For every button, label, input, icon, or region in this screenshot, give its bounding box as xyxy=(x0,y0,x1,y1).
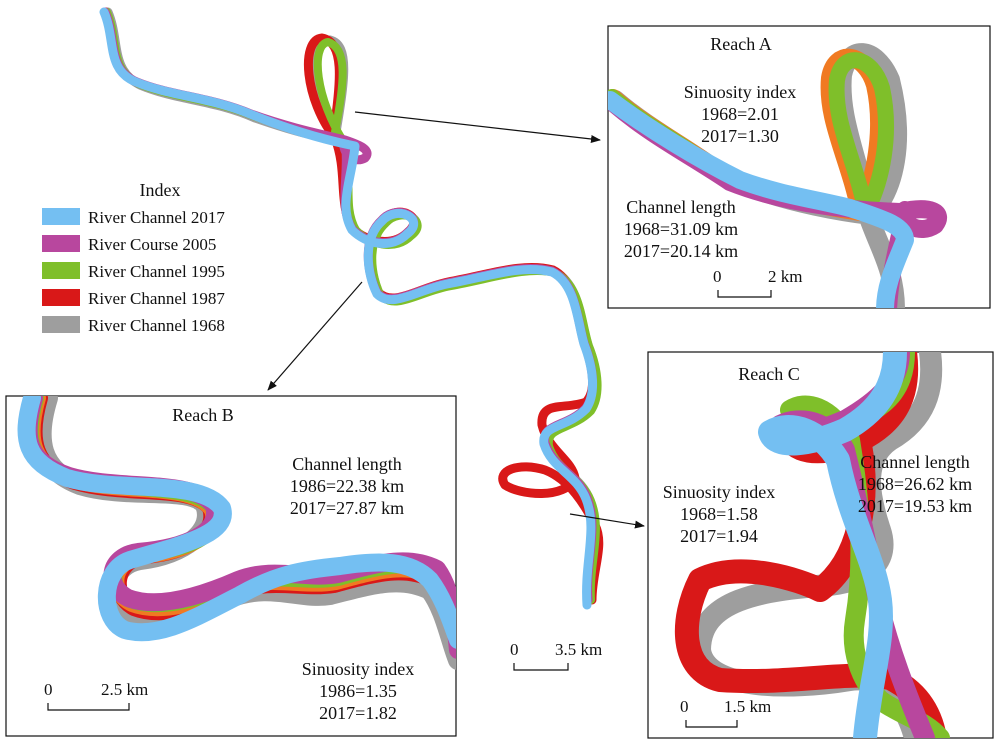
reach-c-scale-bar xyxy=(685,720,738,728)
legend-swatch-2017 xyxy=(42,208,80,225)
reach-b-scale-value: 2.5 km xyxy=(101,680,148,699)
main-scale-bar: 0 3.5 km xyxy=(510,640,602,671)
reach-c-sinuosity-1968: 1968=1.58 xyxy=(680,504,758,524)
reach-b-length-title: Channel length xyxy=(292,454,401,474)
main-scale-zero: 0 xyxy=(510,640,519,659)
reach-a-scale-bar xyxy=(717,290,772,298)
legend-swatch-1968 xyxy=(42,316,80,333)
reach-c-title: Reach C xyxy=(738,364,799,384)
arrow-to-reach-c xyxy=(569,513,645,529)
reach-a-length-1968: 1968=31.09 km xyxy=(624,219,738,239)
reach-a-rivers xyxy=(608,43,947,308)
legend-title: Index xyxy=(140,180,181,200)
reach-a-length-2017: 2017=20.14 km xyxy=(624,241,738,261)
legend-swatch-1987 xyxy=(42,289,80,306)
legend-swatch-2005 xyxy=(42,235,80,252)
reach-b-title: Reach B xyxy=(172,405,233,425)
arrow-to-reach-b xyxy=(267,281,363,391)
reach-c-sinuosity-title: Sinuosity index xyxy=(663,482,776,502)
reach-a-channel-2017 xyxy=(608,91,914,308)
reach-b-panel: Reach B Channel length 1986=22.38 km 201… xyxy=(5,395,457,737)
reach-b-sinuosity-title: Sinuosity index xyxy=(302,659,415,679)
reach-c-channel-2017 xyxy=(758,352,907,738)
reach-a-title: Reach A xyxy=(710,34,771,54)
reach-c-scale-value: 1.5 km xyxy=(724,697,771,716)
main-river-map xyxy=(99,7,604,610)
reach-c-length-2017: 2017=19.53 km xyxy=(858,496,972,516)
reach-b-channel-2017 xyxy=(17,396,456,649)
reach-c-rivers xyxy=(674,352,950,738)
reach-b-length-1986: 1986=22.38 km xyxy=(290,476,404,496)
reach-b-scale-zero: 0 xyxy=(44,680,53,699)
reach-a-scale-value: 2 km xyxy=(768,267,802,286)
main-channel-2017 xyxy=(99,7,598,610)
legend-label-1987: River Channel 1987 xyxy=(88,289,225,308)
main-scale-value: 3.5 km xyxy=(555,640,602,659)
reach-a-panel: Reach A Sinuosity index 1968=2.01 2017=1… xyxy=(607,25,991,309)
reach-c-length-title: Channel length xyxy=(860,452,969,472)
reach-a-sinuosity-1968: 1968=2.01 xyxy=(701,104,779,124)
reach-b-sinuosity-2017: 2017=1.82 xyxy=(319,703,397,723)
arrow-to-reach-a xyxy=(354,111,601,143)
reach-b-scale-bar xyxy=(47,703,130,711)
reach-a-frame xyxy=(607,25,991,309)
reach-b-sinuosity-1986: 1986=1.35 xyxy=(319,681,397,701)
reach-c-scale-zero: 0 xyxy=(680,697,689,716)
reach-a-length-title: Channel length xyxy=(626,197,735,217)
legend-label-1995: River Channel 1995 xyxy=(88,262,225,281)
reach-a-sinuosity-title: Sinuosity index xyxy=(684,82,797,102)
reach-c-length-1968: 1968=26.62 km xyxy=(858,474,972,494)
reach-a-sinuosity-2017: 2017=1.30 xyxy=(701,126,779,146)
legend-label-1968: River Channel 1968 xyxy=(88,316,225,335)
legend-label-2005: River Course 2005 xyxy=(88,235,216,254)
legend: Index River Channel 2017 River Course 20… xyxy=(42,180,225,335)
reach-c-sinuosity-2017: 2017=1.94 xyxy=(680,526,758,546)
reach-b-rivers xyxy=(17,396,456,670)
reach-c-panel: Reach C Sinuosity index 1968=1.58 2017=1… xyxy=(647,351,994,739)
legend-label-2017: River Channel 2017 xyxy=(88,208,225,227)
legend-swatch-1995 xyxy=(42,262,80,279)
reach-b-length-2017: 2017=27.87 km xyxy=(290,498,404,518)
reach-a-scale-zero: 0 xyxy=(713,267,722,286)
